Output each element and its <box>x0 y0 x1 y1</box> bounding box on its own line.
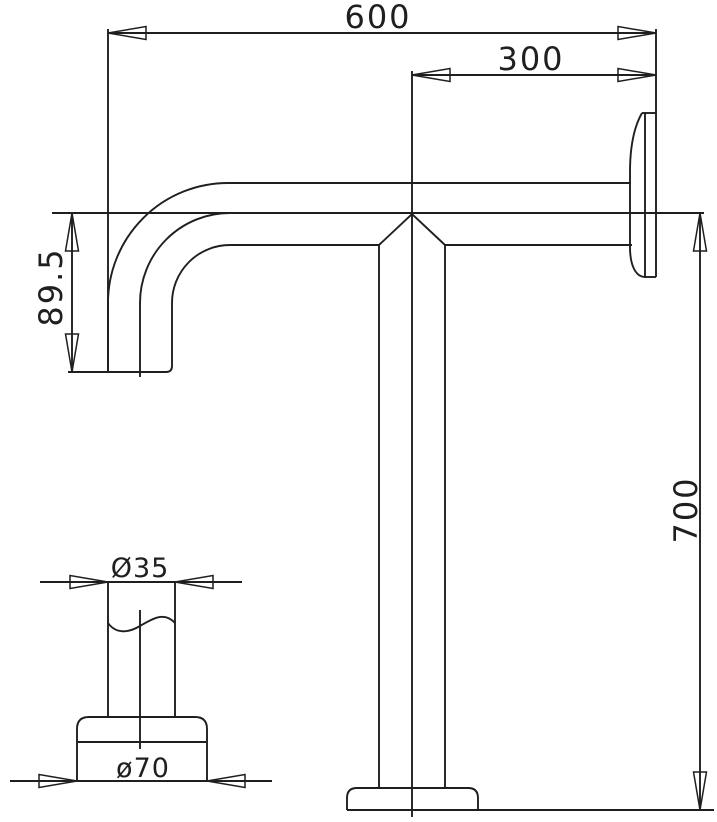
arrowhead-600-left <box>107 25 147 41</box>
dim-label-700: 700 <box>667 476 705 543</box>
wall-flange-profile <box>629 112 646 278</box>
dim-label-diameter-70: ø70 <box>116 753 170 784</box>
arrowhead-35-left <box>69 574 109 590</box>
dim-label-600: 600 <box>344 0 411 36</box>
bend-inner-arc <box>165 244 231 373</box>
detail-tube-break-line <box>107 615 176 633</box>
dimension-labels: 600 300 89.5 700 Ø35 ø70 <box>32 0 705 784</box>
arrowhead-89-5-down <box>64 333 80 373</box>
bend-outer-arc <box>107 182 229 372</box>
dim-label-300: 300 <box>497 40 564 78</box>
arrowhead-300-left <box>411 67 451 83</box>
arrowhead-35-right <box>174 574 214 590</box>
floor-base-plate <box>346 787 479 810</box>
arrowhead-70-right <box>206 773 246 789</box>
arrowhead-300-right <box>617 67 657 83</box>
arrowhead-89-5-up <box>64 212 80 252</box>
bend-middle-arc <box>139 212 231 377</box>
arrowhead-700-up <box>692 212 708 252</box>
detail-view <box>10 574 272 789</box>
dim-label-diameter-35: Ø35 <box>111 553 170 584</box>
front-view <box>52 25 714 817</box>
arrowhead-700-down <box>692 771 708 811</box>
dim-label-89-5: 89.5 <box>32 247 70 326</box>
arrowhead-600-right <box>617 25 657 41</box>
arrowhead-70-left <box>38 773 78 789</box>
detail-base-outline <box>76 716 208 781</box>
